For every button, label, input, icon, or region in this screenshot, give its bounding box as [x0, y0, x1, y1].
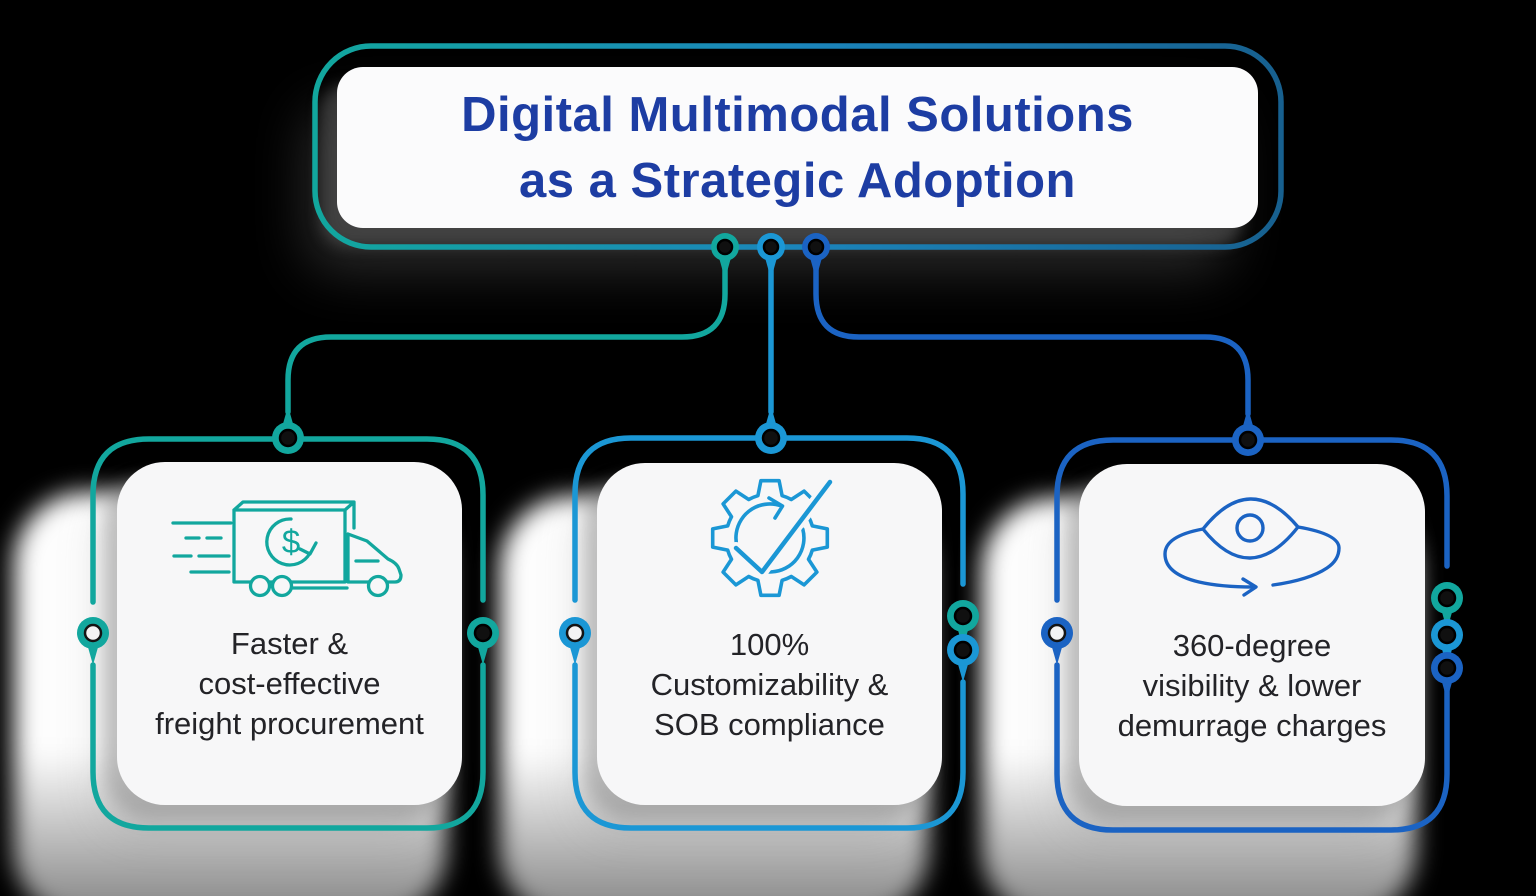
connector-line-dark — [813, 263, 1251, 417]
connector-pin — [1232, 408, 1264, 456]
title-line-1: Digital Multimodal Solutions — [461, 87, 1134, 142]
card-label-line: visibility & lower — [1142, 668, 1362, 703]
connector-pin — [272, 406, 304, 454]
connector-pin — [802, 233, 830, 279]
speed-truck-dollar-icon: $ — [170, 500, 403, 598]
card-label: 100% Customizability & SOB compliance — [597, 625, 942, 745]
dollar-glyph: $ — [281, 523, 299, 560]
card-label-line: 100% — [729, 627, 810, 662]
frame-pin — [467, 617, 499, 665]
card-label-line: SOB compliance — [654, 707, 885, 742]
card-label-line: cost-effective — [198, 666, 381, 701]
gear-check-icon — [710, 476, 836, 598]
card-label: 360-degree visibility & lower demurrage … — [1079, 626, 1425, 746]
connector-line-teal — [285, 263, 728, 415]
eye-360-icon — [1163, 497, 1341, 597]
card-label-line: demurrage charges — [1117, 708, 1387, 743]
connector-pin — [757, 233, 785, 279]
title-banner: Digital Multimodal Solutions as a Strate… — [337, 67, 1258, 228]
connector-pin — [711, 233, 739, 279]
card-freight-procurement: $ Faster & cost-effective freight procur… — [117, 462, 462, 805]
card-label-line: Faster & — [230, 626, 349, 661]
card-label-line: Customizability & — [650, 667, 889, 702]
card-label-line: 360-degree — [1172, 628, 1332, 663]
card-visibility: 360-degree visibility & lower demurrage … — [1079, 464, 1425, 806]
card-customizability: 100% Customizability & SOB compliance — [597, 463, 942, 805]
card-label: Faster & cost-effective freight procurem… — [117, 624, 462, 744]
frame-pin — [947, 600, 979, 682]
card-label-line: freight procurement — [155, 706, 424, 741]
connector-pin — [755, 406, 787, 454]
frame-pin — [1431, 582, 1463, 700]
title-line-2: as a Strategic Adoption — [519, 153, 1076, 208]
